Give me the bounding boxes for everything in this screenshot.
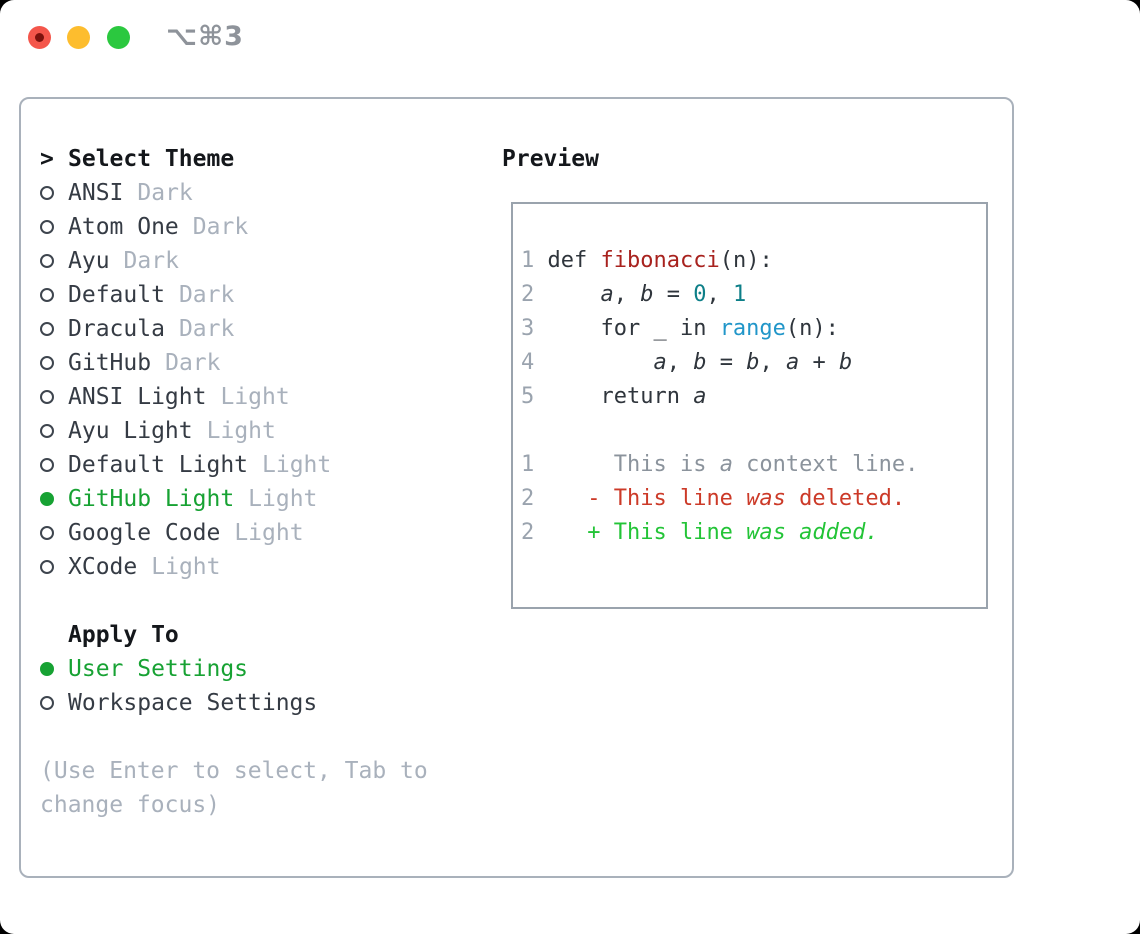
cursor-arrow-icon: > <box>40 146 54 172</box>
theme-option-label: XCode <box>68 554 138 580</box>
theme-option-label: ANSI <box>68 180 124 206</box>
window-title-shortcut: ⌥⌘3 <box>166 21 244 52</box>
theme-option-dracula[interactable]: Dracula Dark <box>40 312 428 346</box>
apply-option-workspace-settings[interactable]: Workspace Settings <box>40 686 428 720</box>
theme-variant-label: Dark <box>192 214 249 240</box>
radio-icon <box>40 390 54 404</box>
radio-selected-icon <box>40 492 54 506</box>
theme-variant-label: Dark <box>123 248 179 274</box>
radio-icon <box>40 186 54 200</box>
radio-icon <box>40 526 54 540</box>
radio-icon <box>40 560 54 574</box>
code-line <box>521 414 918 448</box>
hint-line-2: change focus) <box>40 792 221 818</box>
theme-variant-label: Light <box>262 452 332 478</box>
theme-variant-label: Dark <box>178 282 235 308</box>
theme-option-label: Ayu <box>68 248 110 274</box>
code-line: 2 + This line was added. <box>521 520 879 545</box>
theme-option-xcode[interactable]: XCode Light <box>40 550 428 584</box>
theme-option-github-light[interactable]: GitHub Light Light <box>40 482 428 516</box>
keyboard-hint: (Use Enter to select, Tab to change focu… <box>40 754 428 822</box>
theme-variant-label: Dark <box>165 350 221 376</box>
theme-option-label: Atom One <box>68 214 179 240</box>
theme-option-ayu-light[interactable]: Ayu Light Light <box>40 414 428 448</box>
theme-variant-label: Light <box>234 520 304 546</box>
close-button[interactable] <box>28 26 51 49</box>
radio-icon <box>40 322 54 336</box>
theme-option-label: Default <box>68 282 165 308</box>
theme-option-google-code[interactable]: Google Code Light <box>40 516 428 550</box>
radio-icon <box>40 458 54 472</box>
theme-option-label: GitHub Light <box>68 486 235 512</box>
code-sample: 1 def fibonacci(n): 2 a, b = 0, 1 3 for _ … <box>521 244 918 550</box>
apply-to-header-label: Apply To <box>68 622 179 648</box>
select-theme-header: > Select Theme <box>40 142 428 176</box>
apply-option-label: User Settings <box>68 656 249 682</box>
theme-option-label: ANSI Light <box>68 384 207 410</box>
radio-selected-icon <box>40 662 54 676</box>
code-line: 1 def fibonacci(n): <box>521 248 773 273</box>
radio-icon <box>40 220 54 234</box>
theme-option-default[interactable]: Default Dark <box>40 278 428 312</box>
code-line: 3 for _ in range(n): <box>521 316 839 341</box>
code-line: 2 - This line was deleted. <box>521 486 906 511</box>
code-line: 1 This is a context line. <box>521 452 919 477</box>
theme-option-default-light[interactable]: Default Light Light <box>40 448 428 482</box>
radio-icon <box>40 424 54 438</box>
theme-option-github[interactable]: GitHub Dark <box>40 346 428 380</box>
zoom-button[interactable] <box>107 26 130 49</box>
theme-variant-label: Light <box>220 384 290 410</box>
theme-option-label: Ayu Light <box>68 418 193 444</box>
theme-option-label: Dracula <box>68 316 165 342</box>
select-theme-header-label: Select Theme <box>68 146 235 172</box>
radio-icon <box>40 288 54 302</box>
apply-to-header: Apply To <box>40 618 428 652</box>
theme-option-ayu[interactable]: Ayu Dark <box>40 244 428 278</box>
preview-header: Preview <box>502 146 599 172</box>
theme-option-atom-one[interactable]: Atom One Dark <box>40 210 428 244</box>
apply-option-label: Workspace Settings <box>68 690 318 716</box>
theme-variant-label: Light <box>151 554 221 580</box>
theme-variant-label: Light <box>248 486 318 512</box>
theme-option-ansi-light[interactable]: ANSI Light Light <box>40 380 428 414</box>
code-line: 2 a, b = 0, 1 <box>521 282 747 307</box>
theme-option-label: Google Code <box>68 520 221 546</box>
radio-icon <box>40 356 54 370</box>
record-dot-icon <box>35 33 44 42</box>
theme-variant-label: Light <box>206 418 276 444</box>
preview-pane: 1 def fibonacci(n): 2 a, b = 0, 1 3 for _ … <box>511 202 988 609</box>
apply-option-user-settings[interactable]: User Settings <box>40 652 428 686</box>
theme-option-label: GitHub <box>68 350 152 376</box>
radio-icon <box>40 254 54 268</box>
code-line: 4 a, b = b, a + b <box>521 350 853 375</box>
theme-variant-label: Dark <box>178 316 235 342</box>
theme-option-ansi[interactable]: ANSI Dark <box>40 176 428 210</box>
theme-variant-label: Dark <box>137 180 193 206</box>
minimize-button[interactable] <box>67 26 90 49</box>
radio-icon <box>40 696 54 710</box>
code-line: 5 return a <box>521 384 707 409</box>
theme-option-label: Default Light <box>68 452 249 478</box>
hint-line-1: (Use Enter to select, Tab to <box>40 758 428 784</box>
